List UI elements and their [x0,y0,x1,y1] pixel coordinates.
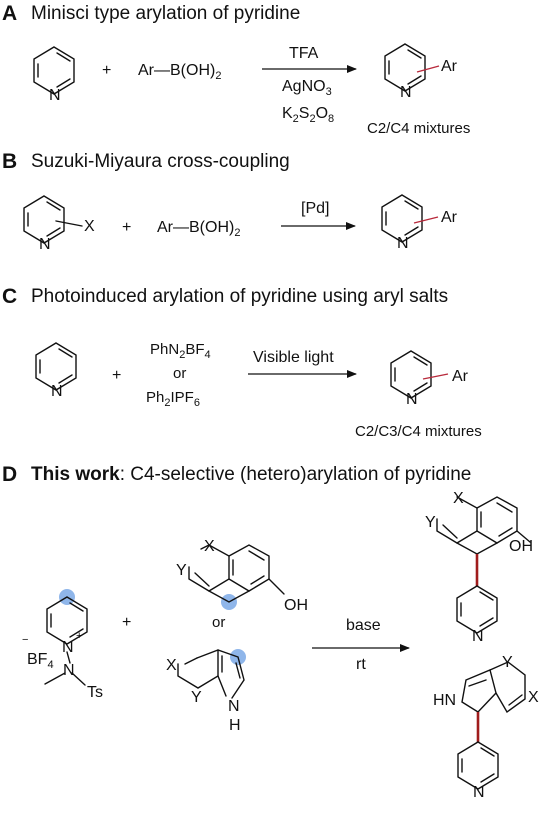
ring-nitrogen-label: N [472,628,484,645]
pyridine-ring [35,342,77,391]
boronic-acid-reagent: Ar—B(OH)2 [138,62,221,82]
indole-nitrogen-label: N [228,698,240,715]
section-d-title: This work: C4-selective (hetero)arylatio… [31,464,471,485]
aryl-group-label: Ar [441,58,458,75]
halopyridine-ring [23,195,83,244]
section-a-letter: A [2,2,17,25]
ring-nitrogen-label: N [49,87,61,104]
aryl-pyridine-product [390,350,449,399]
section-c-letter: C [2,285,17,308]
plus-sign: + [122,614,131,631]
plus-sign: + [112,367,121,384]
azaindole [177,649,245,699]
counterion-label: BF4 [27,651,54,671]
y-atom-label: Y [191,689,202,706]
y-atom-label: Y [502,654,513,671]
condition-oxidant: K2S2O8 [282,105,334,125]
negative-charge: − [22,634,28,646]
section-c: C Photoinduced arylation of pyridine usi… [2,285,482,440]
aryl-group-label: Ar [441,209,458,226]
pyridine-ring [33,46,75,95]
x-atom-label: X [453,490,464,507]
diazonium-salt: PhN2BF4 [150,341,211,361]
condition-temperature: rt [356,656,366,673]
y-atom-label: Y [176,562,187,579]
ring-nitrogen-label: N [473,784,485,801]
ring-nitrogen-label: N [62,639,74,656]
section-d: D This work: C4-selective (hetero)arylat… [2,463,539,801]
iodonium-salt: Ph2IPF6 [146,389,200,409]
boronic-acid-reagent: Ar—B(OH)2 [157,219,240,239]
hydroxy-aza-naphthalene [188,544,285,603]
indole-nh-label: HN [433,692,456,709]
halide-label: X [84,218,95,235]
x-atom-label: X [528,689,539,706]
aryl-group-label: Ar [452,368,469,385]
or-label: or [212,614,225,631]
positive-charge: + [76,630,82,642]
section-d-letter: D [2,463,17,486]
selectivity-note: C2/C4 mixtures [367,120,470,137]
x-atom-label: X [166,657,177,674]
selectivity-note: C2/C3/C4 mixtures [355,423,482,440]
section-a-title: Minisci type arylation of pyridine [31,3,300,24]
amino-nitrogen-label: N [63,662,75,679]
condition-light: Visible light [253,349,334,366]
section-a: A Minisci type arylation of pyridine N +… [2,2,470,137]
aryl-pyridine-product [381,194,439,243]
ring-nitrogen-label: N [51,383,63,400]
pyridinium-salt [44,596,88,686]
hydroxyl-label: OH [284,597,308,614]
aryl-pyridine-product [384,43,440,92]
y-atom-label: Y [425,514,436,531]
tosyl-label: Ts [87,684,103,701]
ring-nitrogen-label: N [406,391,418,408]
x-atom-label: X [204,538,215,555]
azaindole-pyridine-product [457,661,526,790]
hydroxyl-label: OH [509,538,533,555]
section-b-title: Suzuki-Miyaura cross-coupling [31,151,290,172]
section-b: B Suzuki-Miyaura cross-coupling N X + Ar… [2,150,458,253]
section-b-letter: B [2,150,17,173]
ring-nitrogen-label: N [39,236,51,253]
ring-nitrogen-label: N [397,235,409,252]
plus-sign: + [122,219,131,236]
plus-sign: + [102,62,111,79]
ring-nitrogen-label: N [400,84,412,101]
condition-acid: TFA [289,45,319,62]
indole-hydrogen-label: H [229,717,241,734]
or-label: or [173,365,186,382]
condition-silver-salt: AgNO3 [282,78,332,98]
condition-base: base [346,617,381,634]
section-c-title: Photoinduced arylation of pyridine using… [31,286,448,307]
condition-catalyst: [Pd] [301,200,329,217]
naphthol-pyridine-product [436,496,531,634]
